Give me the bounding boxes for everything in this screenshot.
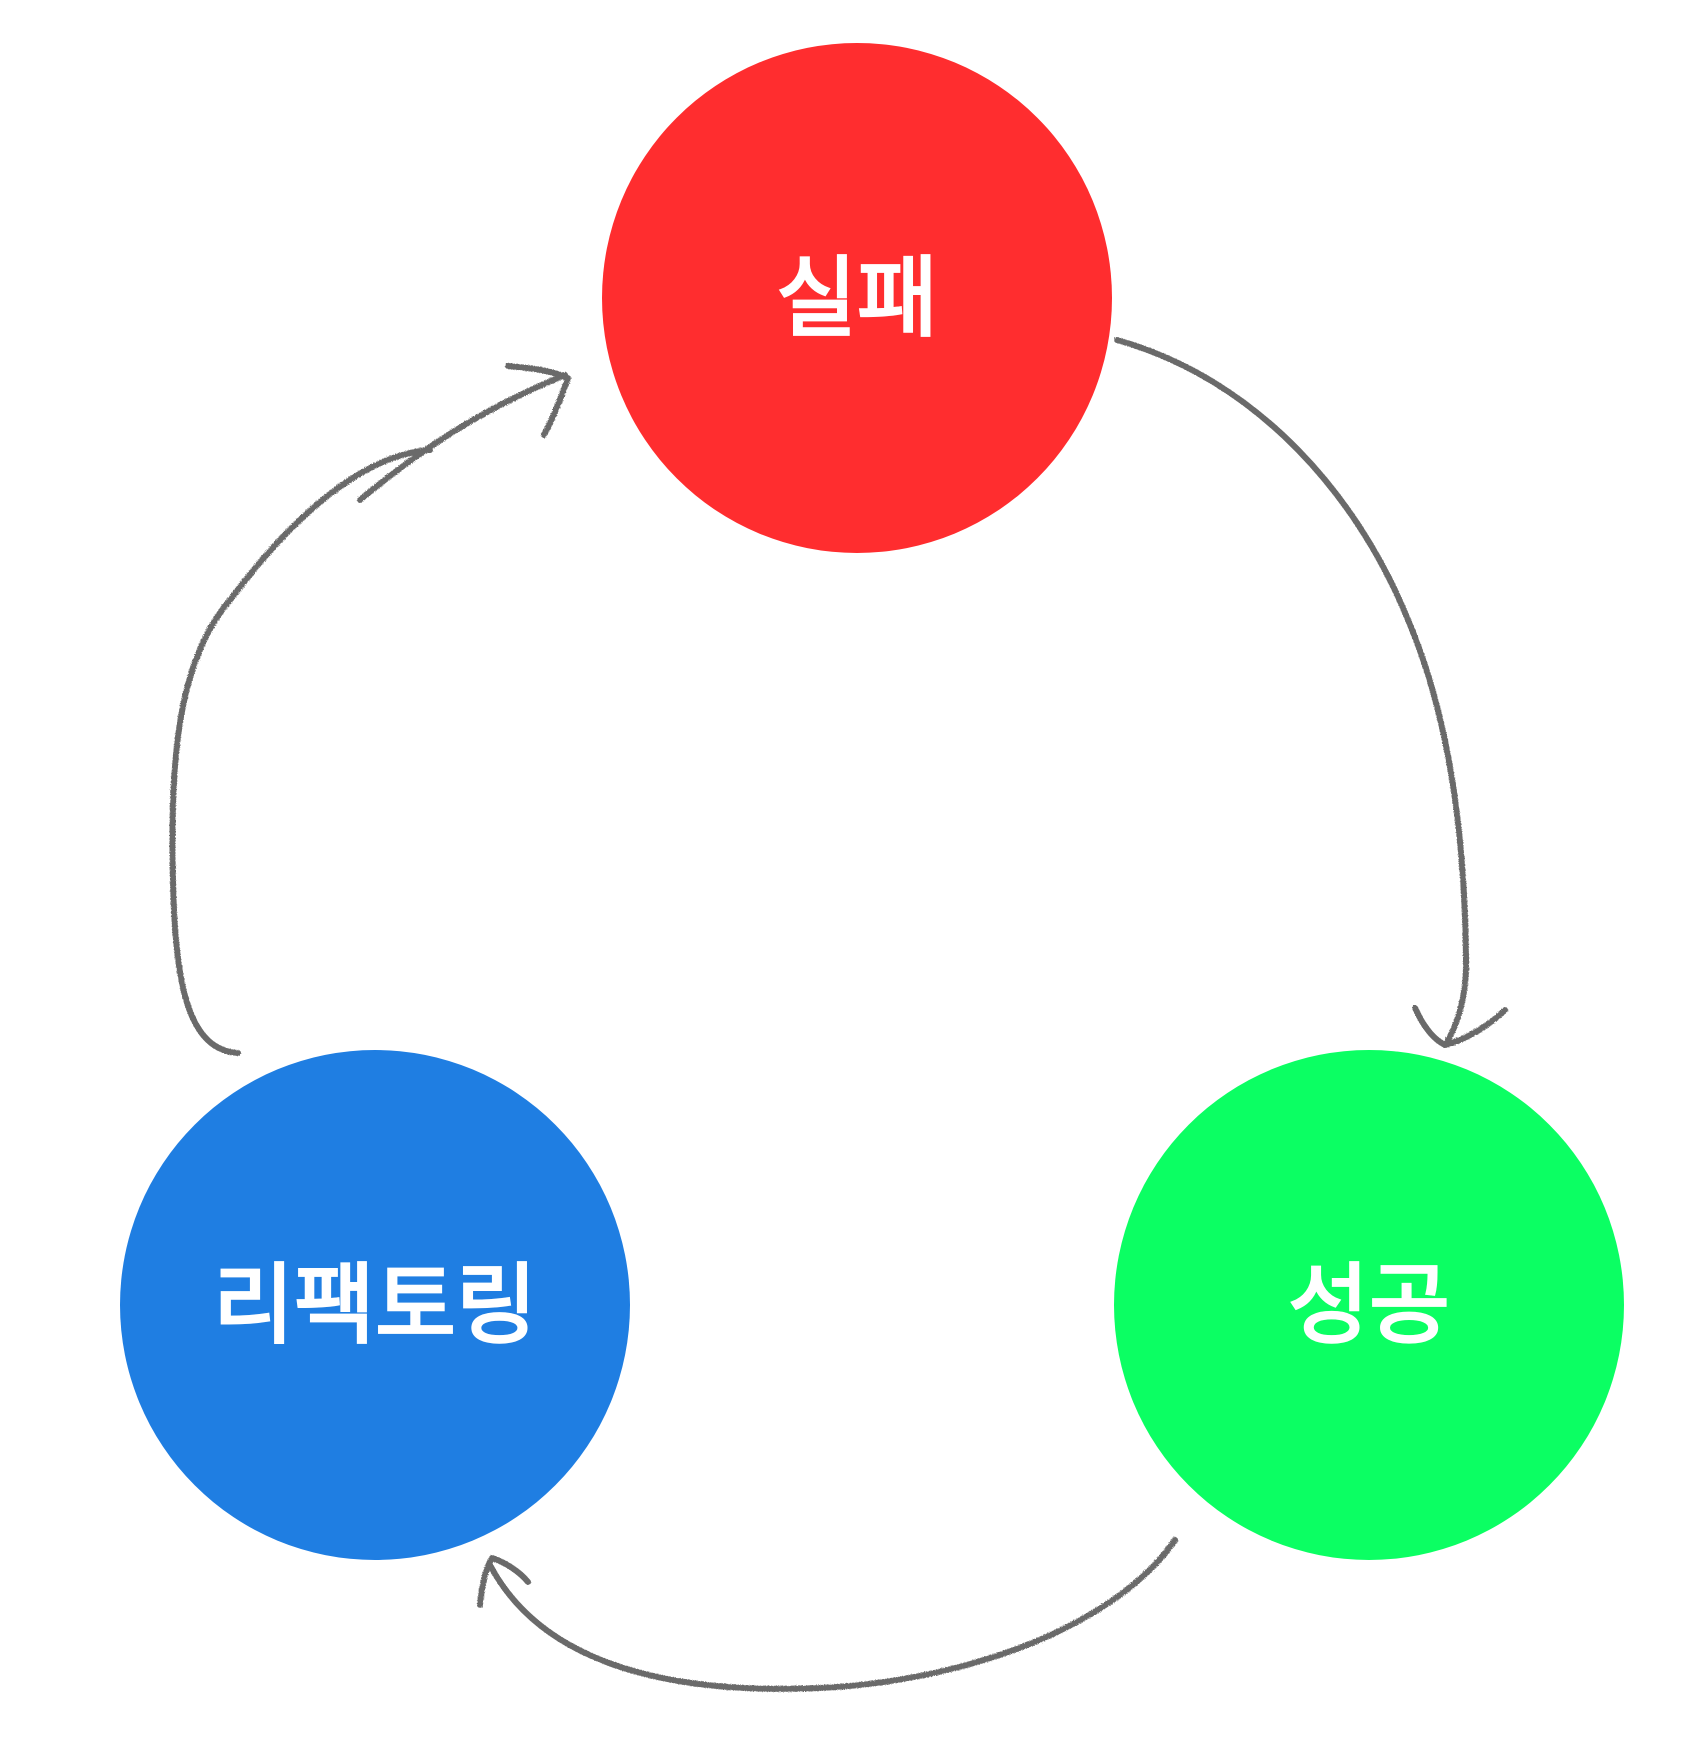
success-circle [1114, 1050, 1624, 1560]
arrow-failure-to-success-shaft [1114, 337, 1470, 1048]
arrow-refactoring-to-failure-shaft-2 [357, 372, 568, 503]
refactoring-circle [120, 1050, 630, 1560]
arrow-refactoring-to-failure [169, 363, 571, 1056]
failure-circle [602, 43, 1112, 553]
success-node: 성공 [1114, 1050, 1624, 1560]
arrow-refactoring-to-failure-shaft [169, 447, 433, 1056]
refactoring-label: 리팩토링 [213, 1254, 537, 1357]
refactoring-node: 리팩토링 [120, 1050, 630, 1560]
success-label: 성공 [1288, 1254, 1450, 1357]
arrow-success-to-refactoring-head [477, 1555, 531, 1608]
arrow-success-to-refactoring [477, 1537, 1178, 1692]
arrow-refactoring-to-failure-head [505, 363, 571, 438]
arrow-success-to-refactoring-shaft [487, 1537, 1178, 1692]
arrow-failure-to-success [1114, 337, 1508, 1048]
failure-label: 실패 [776, 247, 938, 350]
failure-node: 실패 [602, 43, 1112, 553]
arrow-failure-to-success-head [1412, 1005, 1508, 1048]
